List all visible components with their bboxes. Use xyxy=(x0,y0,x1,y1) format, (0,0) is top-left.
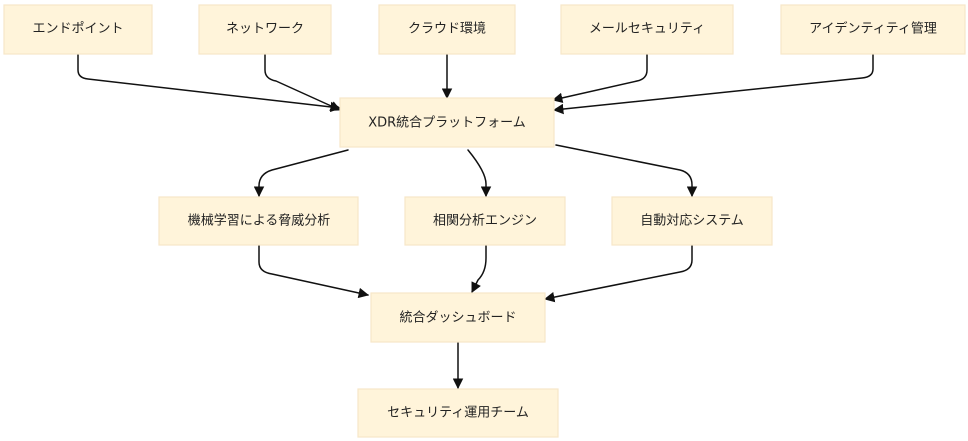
edge-ml-to-dashboard xyxy=(258,244,370,299)
node-endpoint-label: エンドポイント xyxy=(32,22,123,37)
node-auto-response: 自動対応システム xyxy=(611,196,773,246)
node-cloud-label: クラウド環境 xyxy=(408,22,486,37)
node-xdr-platform-label: XDR統合プラットフォーム xyxy=(368,116,526,131)
edge-xdr-to-ml xyxy=(253,149,349,198)
node-correlation-engine: 相関分析エンジン xyxy=(404,196,566,246)
edge-auto-to-dashboard xyxy=(543,244,693,303)
node-endpoint: エンドポイント xyxy=(3,4,153,55)
node-soc-team-label: セキュリティ運用チーム xyxy=(387,406,529,421)
node-auto-response-label: 自動対応システム xyxy=(640,214,744,229)
edge-correlation-to-dashboard xyxy=(471,244,487,293)
node-identity: アイデンティティ管理 xyxy=(780,4,966,55)
edges xyxy=(77,53,874,390)
edge-endpoint-to-xdr xyxy=(77,53,342,113)
node-dashboard-label: 統合ダッシュボード xyxy=(399,311,516,326)
edge-identity-to-xdr xyxy=(552,53,874,115)
node-email-label: メールセキュリティ xyxy=(589,22,705,37)
node-ml-threat-analysis: 機械学習による脅威分析 xyxy=(158,196,359,246)
node-dashboard: 統合ダッシュボード xyxy=(370,292,546,343)
edge-email-to-xdr xyxy=(551,53,648,104)
edge-xdr-to-auto xyxy=(555,144,698,198)
node-email: メールセキュリティ xyxy=(560,4,734,55)
edge-network-to-xdr xyxy=(264,53,341,111)
node-ml-threat-analysis-label: 機械学習による脅威分析 xyxy=(188,213,331,229)
node-identity-label: アイデンティティ管理 xyxy=(809,21,937,37)
nodes: エンドポイント ネットワーク クラウド環境 メールセキュリティ アイデンティティ… xyxy=(3,4,966,438)
node-network: ネットワーク xyxy=(198,4,332,55)
node-xdr-platform: XDR統合プラットフォーム xyxy=(339,97,555,148)
node-cloud: クラウド環境 xyxy=(378,4,516,55)
node-network-label: ネットワーク xyxy=(226,22,304,37)
node-soc-team: セキュリティ運用チーム xyxy=(357,388,559,438)
node-correlation-engine-label: 相関分析エンジン xyxy=(433,214,537,229)
edge-xdr-to-correlation xyxy=(467,149,492,198)
